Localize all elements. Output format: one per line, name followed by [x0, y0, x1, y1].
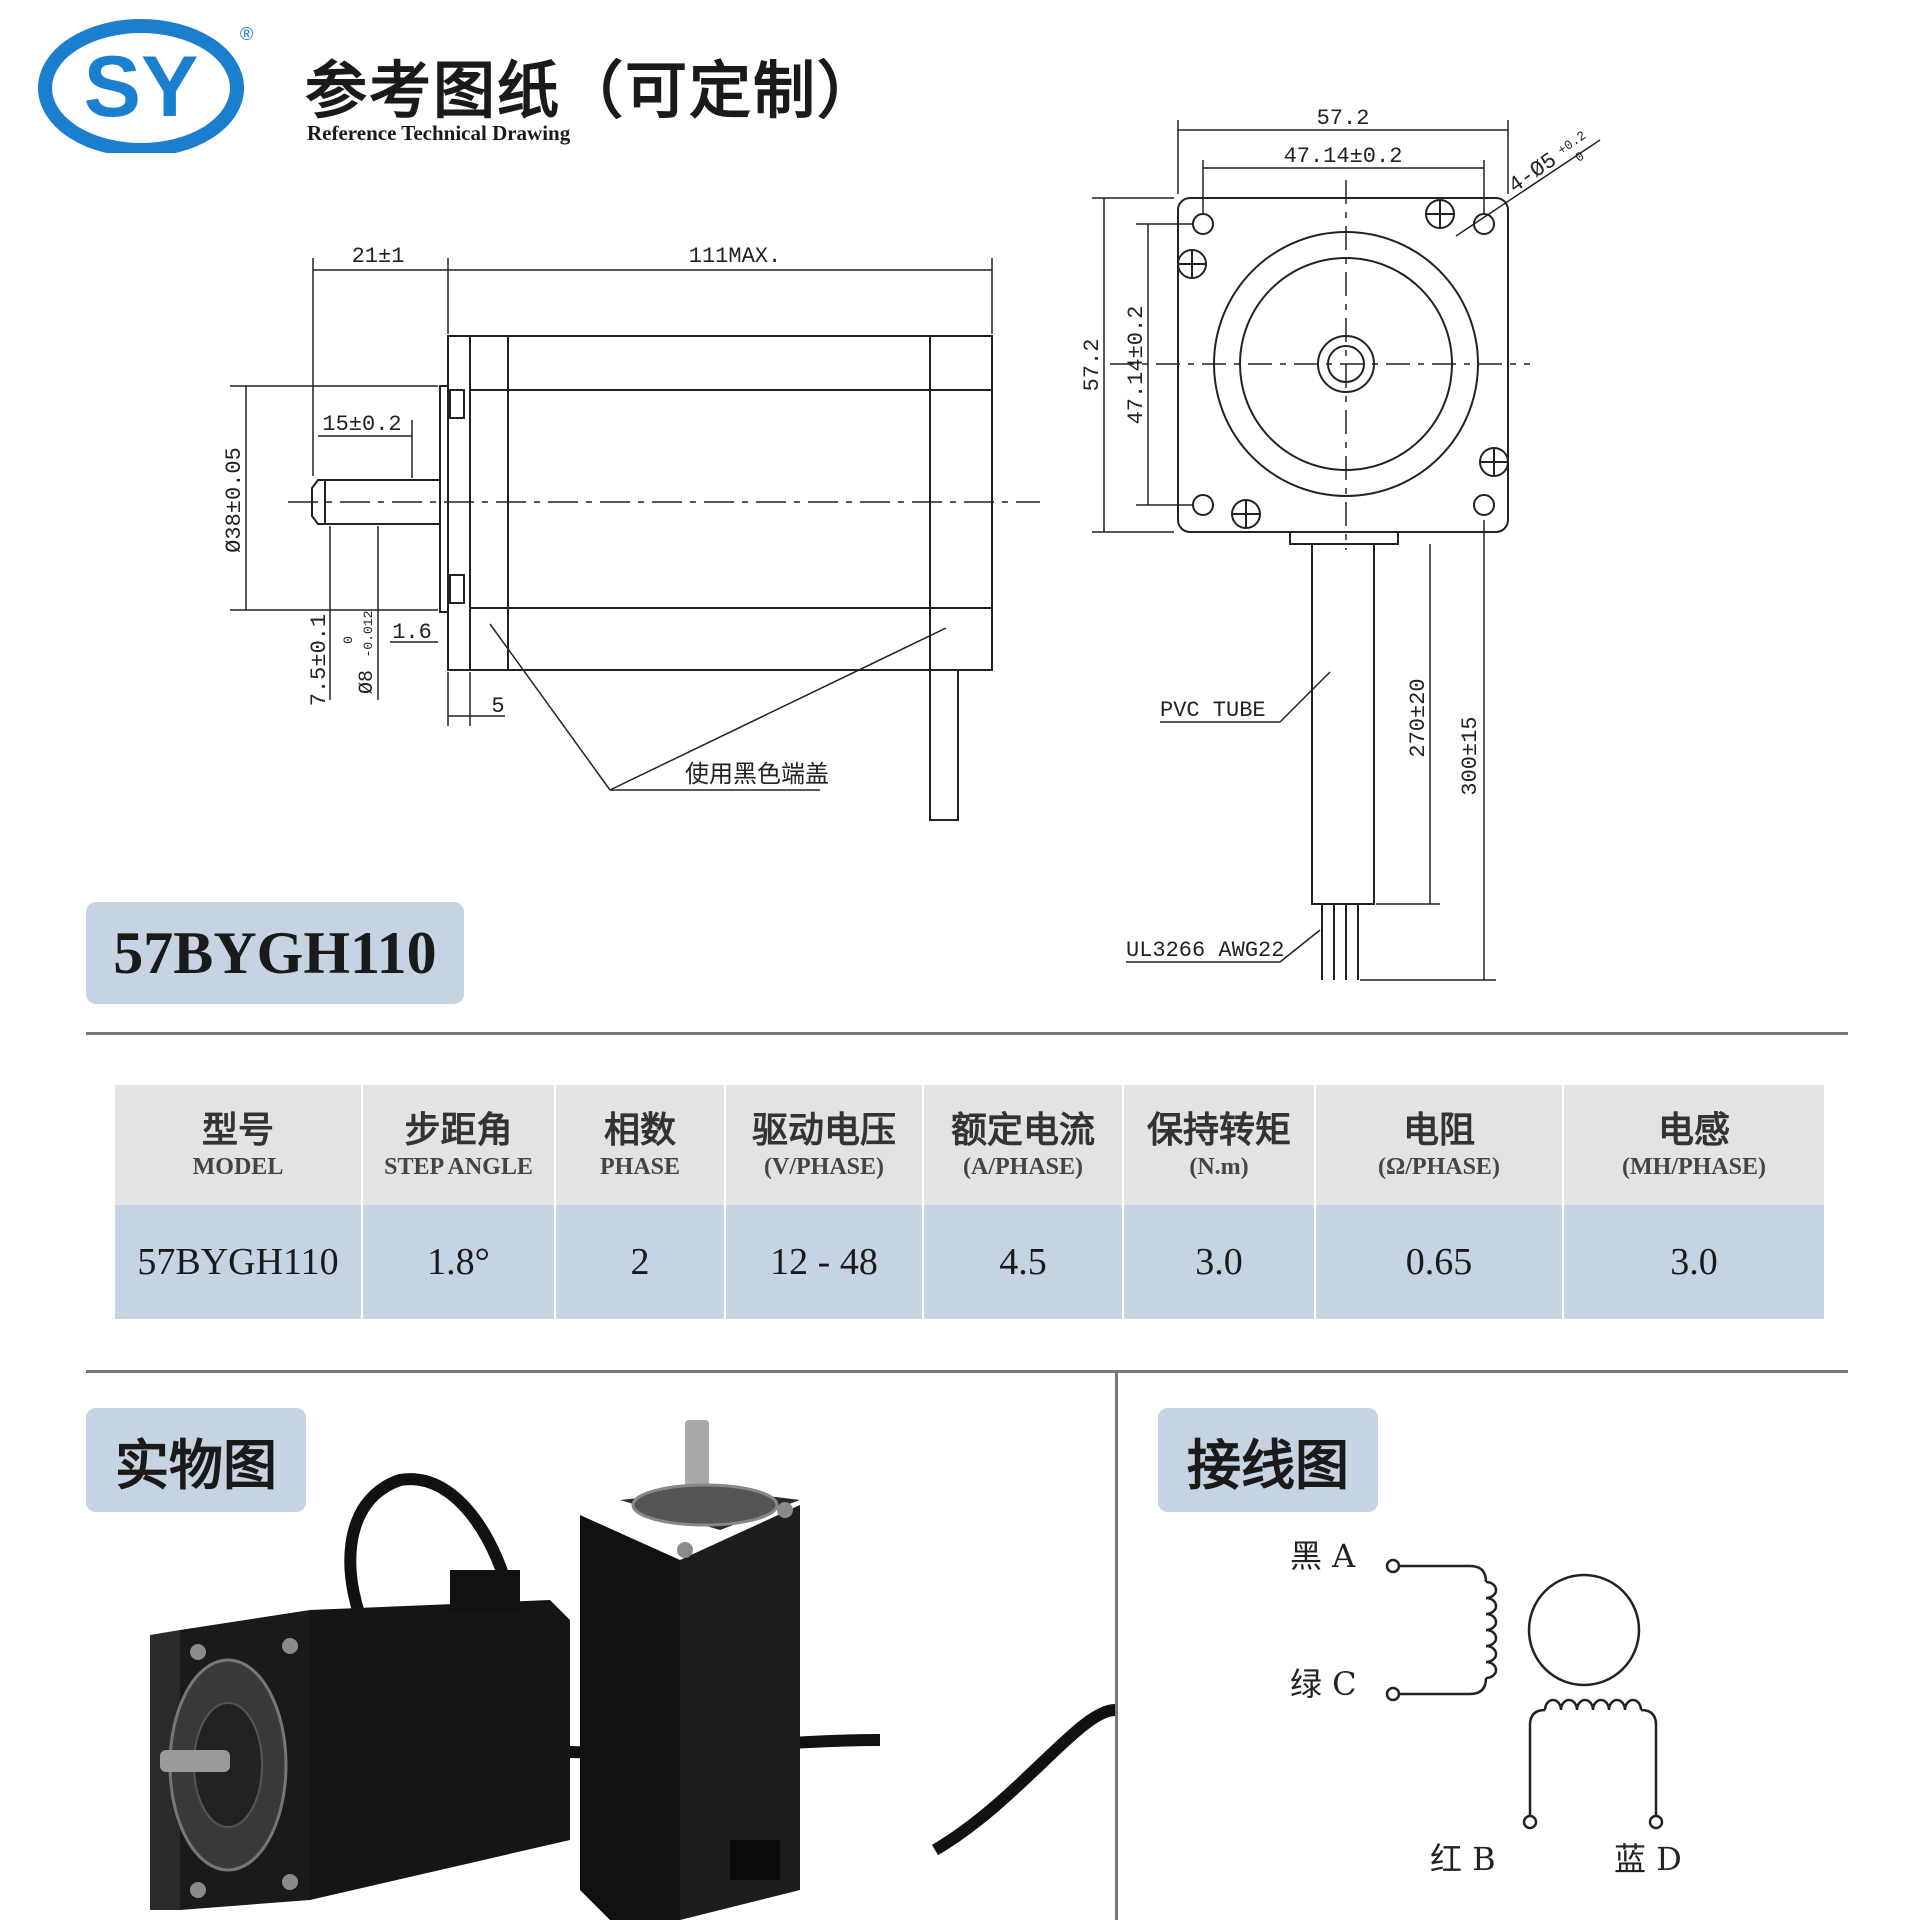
dim-flange-len: 21±1: [352, 244, 405, 269]
dim-flange-thk: 5: [491, 694, 504, 719]
photo-section-title: 实物图: [86, 1408, 306, 1512]
cell-current: 4.5: [923, 1205, 1124, 1319]
cell-inductance: 3.0: [1563, 1205, 1826, 1319]
page-subtitle: Reference Technical Drawing: [307, 121, 571, 145]
cell-phase: 2: [555, 1205, 726, 1319]
dim-holes: 4-Ø5: [1504, 148, 1562, 199]
front-view: 57.2 47.14±0.2 4-Ø5 +0.2 0 57.2 47.14±0.…: [1080, 106, 1601, 981]
dim-lead-b: 300±15: [1458, 716, 1483, 795]
product-photo: [150, 1420, 1115, 1920]
wire-b-label: 红 B: [1430, 1840, 1496, 1878]
registered-mark: ®: [240, 24, 253, 44]
dim-boss: 1.6: [392, 620, 432, 645]
dim-body-len: 111MAX.: [689, 244, 781, 269]
dim-holes-tol-lower: 0: [1572, 149, 1587, 166]
cell-torque: 3.0: [1123, 1205, 1316, 1319]
wire-c-label: 绿 C: [1290, 1665, 1357, 1703]
dim-width: 57.2: [1317, 106, 1370, 131]
table-row: 57BYGH110 1.8° 2 12 - 48 4.5 3.0 0.65 3.…: [115, 1205, 1826, 1319]
side-view: 21±1 111MAX. 15±0.2 Ø38±0.05 7.5±0.1 Ø8 …: [222, 244, 1040, 821]
dim-pilot-dia: Ø38±0.05: [222, 447, 247, 553]
dim-lead-a: 270±20: [1406, 678, 1431, 757]
page-title: 参考图纸（可定制）: [305, 54, 882, 127]
header-inductance: 电感(MH/PHASE): [1563, 1085, 1826, 1205]
cell-model: 57BYGH110: [115, 1205, 363, 1319]
header-torque: 保持转矩(N.m): [1123, 1085, 1316, 1205]
dim-shaft-tol-lower: -0.012: [361, 611, 376, 658]
header-resistance: 电阻(Ω/PHASE): [1315, 1085, 1564, 1205]
endcap-note: 使用黑色端盖: [685, 760, 829, 788]
wire-d-label: 蓝 D: [1614, 1840, 1682, 1878]
wiring-diagram: 黑 A 绿 C 红 B 蓝 D: [1290, 1537, 1682, 1878]
dim-hole-pitch: 47.14±0.2: [1284, 144, 1403, 169]
header-current: 额定电流(A/PHASE): [923, 1085, 1124, 1205]
logo-text: SY: [84, 39, 199, 135]
dim-shaft-dia: Ø8: [356, 670, 379, 694]
model-badge: 57BYGH110: [86, 902, 464, 1004]
dim-height: 57.2: [1080, 339, 1105, 392]
dim-shaft-tol-upper: 0: [341, 636, 356, 644]
dim-hole-pitch-v: 47.14±0.2: [1124, 306, 1149, 425]
header-voltage: 驱动电压(V/PHASE): [725, 1085, 924, 1205]
divider: [86, 1032, 1848, 1035]
pvc-tube-label: PVC TUBE: [1160, 698, 1266, 723]
wire-a-label: 黑 A: [1290, 1537, 1356, 1575]
wiring-section-title: 接线图: [1158, 1408, 1378, 1512]
cell-step-angle: 1.8°: [362, 1205, 556, 1319]
wire-spec-label: UL3266 AWG22: [1126, 938, 1284, 963]
cell-voltage: 12 - 48: [725, 1205, 924, 1319]
technical-drawing: 21±1 111MAX. 15±0.2 Ø38±0.05 7.5±0.1 Ø8 …: [222, 106, 1601, 981]
sy-logo: SY ®: [38, 19, 253, 153]
vertical-divider: [1115, 1372, 1118, 1920]
dim-shaft-len: 15±0.2: [322, 412, 401, 437]
dim-flat: 7.5±0.1: [307, 614, 332, 706]
cell-resistance: 0.65: [1315, 1205, 1564, 1319]
divider: [86, 1370, 1848, 1373]
